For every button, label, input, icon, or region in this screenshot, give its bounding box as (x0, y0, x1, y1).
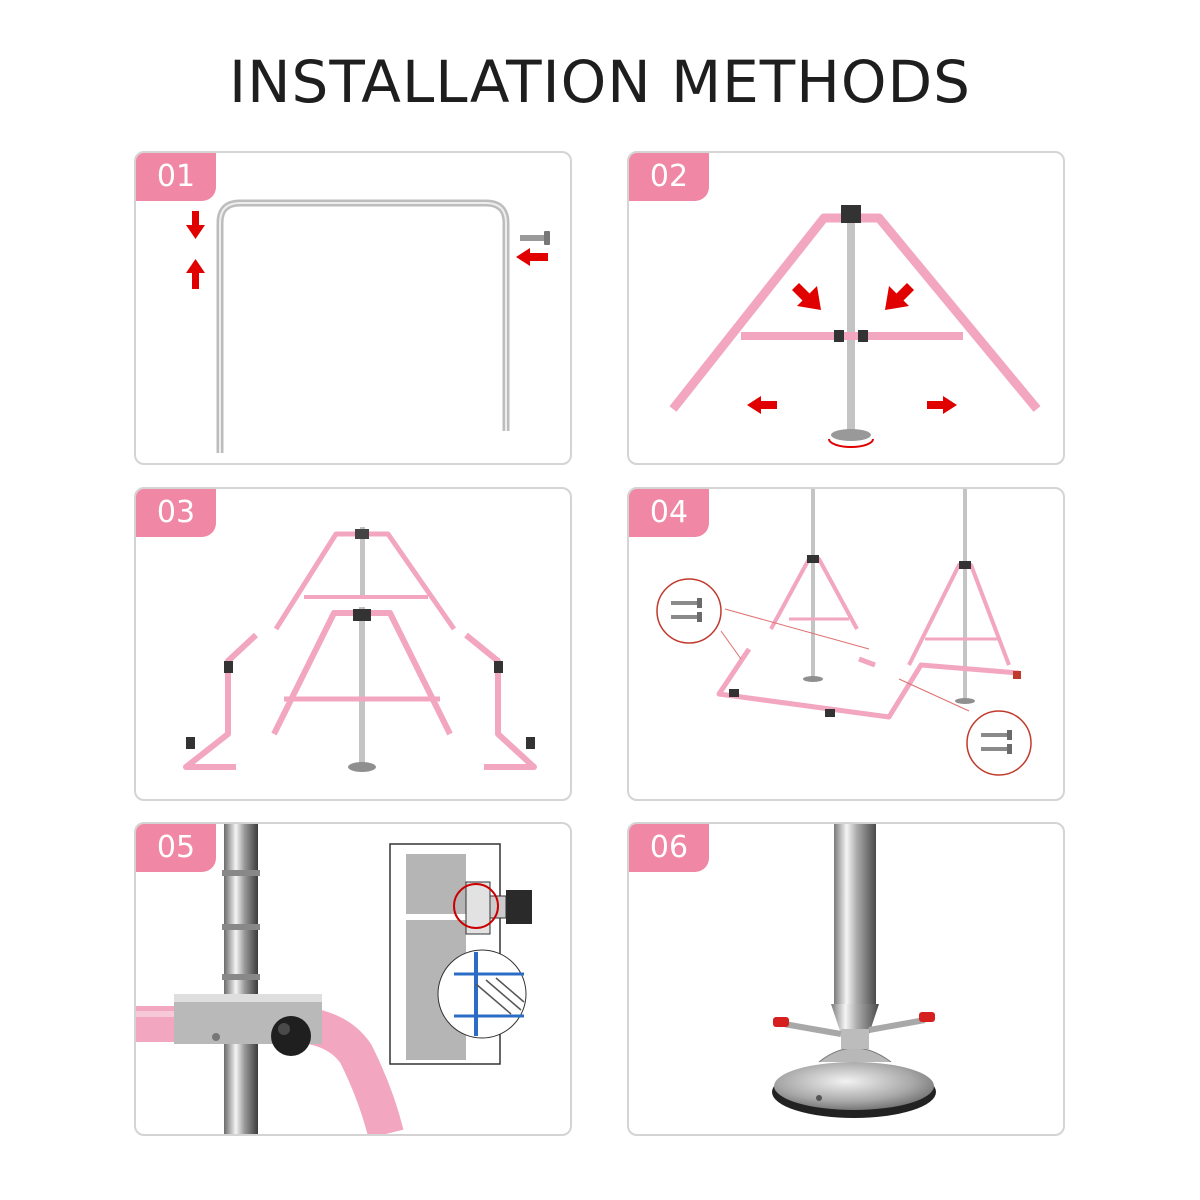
step-number-badge: 01 (136, 153, 216, 201)
arrow-diagonal-icon (792, 283, 821, 310)
page-title: INSTALLATION METHODS (229, 48, 971, 116)
step-number-badge: 02 (629, 153, 709, 201)
step-panel-05: 05 (134, 822, 572, 1136)
lever-cap-icon (919, 1012, 935, 1022)
top-bar-illustration (186, 199, 550, 453)
base-frame-illustration (183, 527, 537, 772)
arrow-left-icon (747, 396, 777, 414)
step-panel-01: 01 (134, 151, 572, 465)
step-panel-04: 04 (627, 487, 1065, 801)
lever-cap-icon (773, 1017, 789, 1027)
arrow-up-icon (186, 259, 205, 289)
height-adjust-illustration (136, 824, 532, 1134)
screws-callout-icon (966, 710, 1032, 776)
step-number-badge: 05 (136, 824, 216, 872)
step-number-badge: 03 (136, 489, 216, 537)
step-number-badge: 04 (629, 489, 709, 537)
frame-screwing-illustration (656, 489, 1032, 776)
arrow-diagonal-icon (885, 283, 914, 310)
step-panel-06: 06 (627, 822, 1065, 1136)
step-number-badge: 06 (629, 824, 709, 872)
screw-icon (520, 231, 550, 245)
step-panel-03: 03 (134, 487, 572, 801)
arrow-down-icon (186, 211, 205, 239)
arrow-left-icon (516, 248, 548, 266)
suction-foot-illustration (772, 824, 936, 1118)
arrow-right-icon (927, 396, 957, 414)
triangle-stand-illustration (669, 205, 1041, 448)
screws-callout-icon (656, 578, 722, 644)
knob-icon (271, 1016, 311, 1056)
cross-section-diagram-icon (389, 843, 532, 1065)
step-panel-02: 02 (627, 151, 1065, 465)
